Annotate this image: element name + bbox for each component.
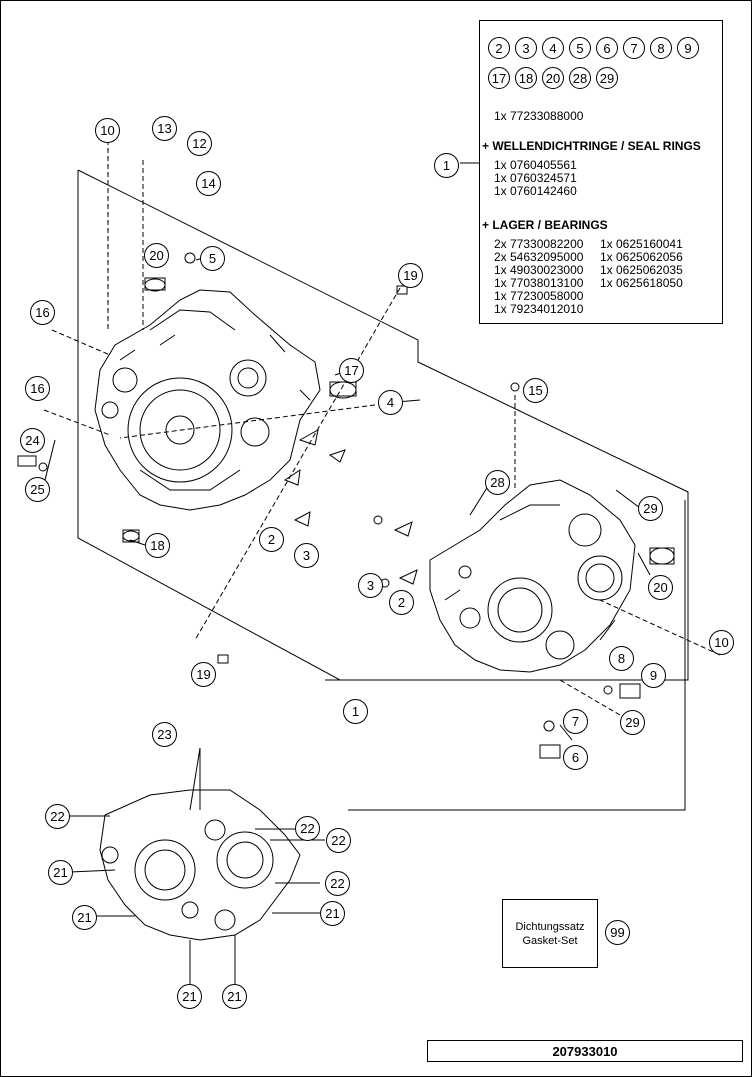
kit-line: 1x 77233088000 bbox=[494, 109, 584, 123]
callout-22c: 22 bbox=[326, 828, 351, 853]
document-number: 207933010 bbox=[427, 1040, 743, 1062]
bearings-list-right: 1x 0625160041 1x 0625062056 1x 062506203… bbox=[600, 238, 683, 290]
callout-15: 15 bbox=[523, 378, 548, 403]
kit-part-number: 18 bbox=[515, 67, 537, 89]
callout-22b: 22 bbox=[295, 816, 320, 841]
crankcase-side-view bbox=[99, 789, 301, 941]
callout-14: 14 bbox=[196, 171, 221, 196]
callout-16b: 16 bbox=[25, 376, 50, 401]
callout-6: 6 bbox=[563, 745, 588, 770]
kit-part-number: 9 bbox=[677, 37, 699, 59]
kit-part-number: 28 bbox=[569, 67, 591, 89]
seal-ring-item: 1x 0760405561 bbox=[494, 158, 577, 172]
callout-22d: 22 bbox=[325, 871, 350, 896]
seal-ring-item: 1x 0760324571 bbox=[494, 171, 577, 185]
gasket-label-de: Dichtungssatz bbox=[515, 920, 585, 933]
bearing-item: 2x 54632095000 bbox=[494, 250, 584, 264]
callout-2a: 2 bbox=[259, 527, 284, 552]
callout-9: 9 bbox=[641, 663, 666, 688]
seal-ring-item: 1x 0760142460 bbox=[494, 184, 577, 198]
callout-10b: 10 bbox=[709, 630, 734, 655]
bearing-item: 1x 0625062035 bbox=[600, 263, 683, 277]
callout-12: 12 bbox=[187, 131, 212, 156]
callout-20a: 20 bbox=[144, 243, 169, 268]
callout-22a: 22 bbox=[45, 804, 70, 829]
bearing-item: 1x 77230058000 bbox=[494, 289, 584, 303]
callout-19b: 19 bbox=[191, 662, 216, 687]
kit-part-number: 8 bbox=[650, 37, 672, 59]
callout-1b: 1 bbox=[343, 699, 368, 724]
gasket-ref-callout: 99 bbox=[605, 920, 630, 945]
kit-part-number: 29 bbox=[596, 67, 618, 89]
callout-19a: 19 bbox=[398, 263, 423, 288]
callout-16a: 16 bbox=[30, 300, 55, 325]
callout-21a: 21 bbox=[48, 860, 73, 885]
bearing-item: 1x 0625062056 bbox=[600, 250, 683, 264]
callout-21d: 21 bbox=[177, 984, 202, 1009]
callout-8: 8 bbox=[609, 646, 634, 671]
kit-part-number: 4 bbox=[542, 37, 564, 59]
callout-1a: 1 bbox=[434, 153, 459, 178]
callout-3a: 3 bbox=[294, 543, 319, 568]
callout-18: 18 bbox=[145, 533, 170, 558]
callout-28: 28 bbox=[485, 470, 510, 495]
callout-24: 24 bbox=[20, 428, 45, 453]
callout-23: 23 bbox=[152, 722, 177, 747]
bearings-header: + LAGER / BEARINGS bbox=[482, 218, 608, 232]
bearings-list-left: 2x 77330082200 2x 54632095000 1x 4903002… bbox=[494, 238, 583, 316]
kit-part-number: 20 bbox=[542, 67, 564, 89]
callout-4: 4 bbox=[378, 390, 403, 415]
kit-part-number: 2 bbox=[488, 37, 510, 59]
callout-5: 5 bbox=[200, 246, 225, 271]
bearing-item: 2x 77330082200 bbox=[494, 237, 584, 251]
kit-part-number: 5 bbox=[569, 37, 591, 59]
callout-25: 25 bbox=[25, 477, 50, 502]
callout-21e: 21 bbox=[222, 984, 247, 1009]
bearing-item: 1x 0625160041 bbox=[600, 237, 683, 251]
callout-21c: 21 bbox=[320, 901, 345, 926]
small-parts bbox=[17, 252, 675, 759]
callout-20b: 20 bbox=[648, 575, 673, 600]
left-crankcase-half bbox=[94, 289, 321, 511]
right-crankcase-half bbox=[429, 479, 636, 673]
lower-bracket-outline bbox=[348, 500, 686, 811]
callout-7: 7 bbox=[563, 709, 588, 734]
kit-part-number: 7 bbox=[623, 37, 645, 59]
callout-2b: 2 bbox=[389, 590, 414, 615]
seal-rings-header: + WELLENDICHTRINGE / SEAL RINGS bbox=[482, 139, 701, 153]
bearing-item: 1x 0625618050 bbox=[600, 276, 683, 290]
bearing-item: 1x 49030023000 bbox=[494, 263, 584, 277]
kit-part-number: 3 bbox=[515, 37, 537, 59]
gasket-label-en: Gasket-Set bbox=[522, 934, 578, 947]
seal-rings-list: 1x 0760405561 1x 0760324571 1x 076014246… bbox=[494, 159, 577, 198]
callout-13: 13 bbox=[152, 116, 177, 141]
bearing-item: 1x 79234012010 bbox=[494, 302, 584, 316]
callout-29a: 29 bbox=[638, 496, 663, 521]
callout-29b: 29 bbox=[620, 710, 645, 735]
kit-part-number: 17 bbox=[488, 67, 510, 89]
kit-part-number: 6 bbox=[596, 37, 618, 59]
gasket-set-box: Dichtungssatz Gasket-Set bbox=[502, 899, 598, 968]
callout-21b: 21 bbox=[72, 905, 97, 930]
callout-17: 17 bbox=[339, 358, 364, 383]
bearing-item: 1x 77038013100 bbox=[494, 276, 584, 290]
callout-10a: 10 bbox=[95, 118, 120, 143]
callout-3b: 3 bbox=[358, 573, 383, 598]
assembly-bracket-outline bbox=[77, 169, 689, 681]
